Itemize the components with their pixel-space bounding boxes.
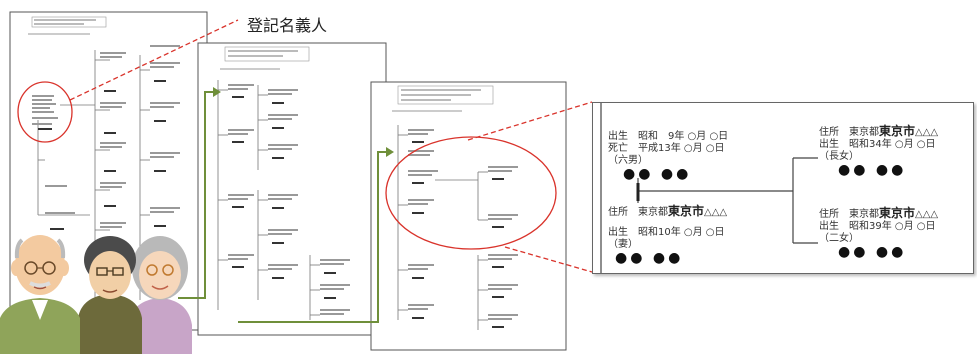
person-wife-name: ●● ●● — [615, 250, 684, 266]
person-sixth-son-death: 死亡 平成13年 ○月 ○日 — [608, 143, 725, 154]
link-arrows — [178, 91, 386, 323]
address-prefix: 住所 東京都 — [819, 127, 879, 138]
address-prefix: 住所 東京都 — [819, 209, 879, 220]
arrow-heads — [213, 87, 394, 157]
person-second-daughter-relation: （二女） — [819, 233, 859, 244]
person-eldest-daughter-birth: 出生 昭和34年 ○月 ○日 — [819, 139, 936, 150]
zoomed-detail-panel: 出生 昭和 9年 ○月 ○日 死亡 平成13年 ○月 ○日 （六男） ●● ●●… — [592, 102, 974, 274]
address-city: 東京市 — [668, 204, 705, 218]
family-tree-page-3 — [370, 81, 567, 351]
person-sixth-son-birth: 出生 昭和 9年 ○月 ○日 — [608, 131, 729, 142]
person-second-daughter-name: ●● ●● — [838, 244, 907, 260]
person-wife-address: 住所 東京都東京市△△△ — [608, 205, 727, 219]
person-eldest-daughter-relation: （長女） — [819, 151, 859, 162]
address-city: 東京市 — [879, 124, 916, 138]
person-wife-relation: （妻） — [608, 239, 638, 250]
person-wife-birth: 出生 昭和10年 ○月 ○日 — [608, 227, 725, 238]
address-suffix: △△△ — [915, 209, 939, 220]
zoom-tree-lines — [600, 103, 818, 273]
address-suffix: △△△ — [915, 127, 939, 138]
person-sixth-son-name: ●● ●● — [623, 166, 692, 182]
person-second-daughter-birth: 出生 昭和39年 ○月 ○日 — [819, 221, 936, 232]
elderly-people-illustration — [0, 235, 192, 354]
address-prefix: 住所 東京都 — [608, 207, 668, 218]
person-eldest-daughter-address: 住所 東京都東京市△△△ — [819, 125, 938, 139]
family-tree-page-2 — [197, 42, 387, 336]
person-sixth-son-relation: （六男） — [608, 155, 648, 166]
person-eldest-daughter-name: ●● ●● — [838, 162, 907, 178]
address-suffix: △△△ — [704, 207, 728, 218]
callout-markers — [17, 19, 593, 273]
callout-label: 登記名義人 — [247, 16, 328, 35]
address-city: 東京市 — [879, 206, 916, 220]
person-second-daughter-address: 住所 東京都東京市△△△ — [819, 207, 938, 221]
